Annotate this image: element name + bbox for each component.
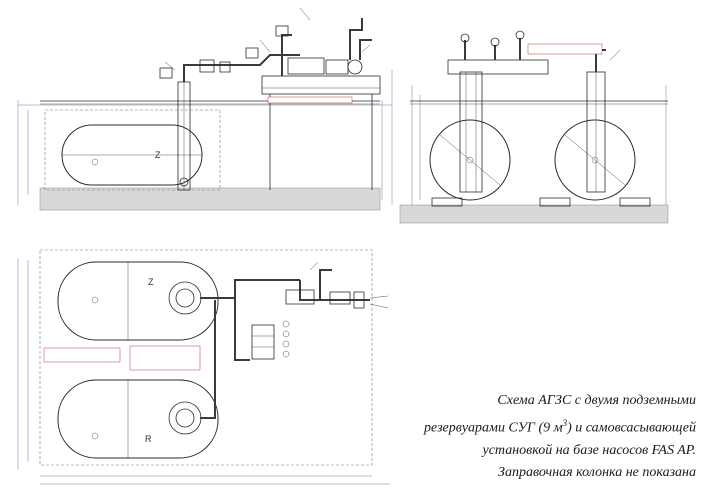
end-elevation-view: [399, 30, 669, 224]
side-elevation-view: Z: [17, 7, 393, 211]
plan-tank-bottom: [57, 379, 219, 459]
caption-superscript: 3: [562, 418, 568, 428]
plan-view: Z R: [17, 249, 390, 485]
tank-label-z: Z: [155, 150, 161, 160]
plan-tank-label-z: Z: [148, 277, 154, 287]
caption-line-2: резервуарами СУГ (9 м3) и самовсасывающе…: [378, 412, 696, 440]
caption-line-1: Схема АГЗС с двумя подземными: [497, 393, 696, 408]
figure-caption: Схема АГЗС с двумя подземными резервуара…: [378, 390, 696, 484]
plan-tank-top: [57, 261, 219, 341]
caption-line-4: Заправочная колонка не показана: [498, 464, 696, 480]
caption-line-2-start: резервуарами СУГ (9 м: [424, 420, 563, 436]
plan-tank-label-r: R: [145, 434, 152, 444]
caption-line-3: установкой на базе насосов FAS AP.: [482, 442, 696, 458]
caption-line-2-end: ) и самовсасывающей: [567, 420, 696, 436]
